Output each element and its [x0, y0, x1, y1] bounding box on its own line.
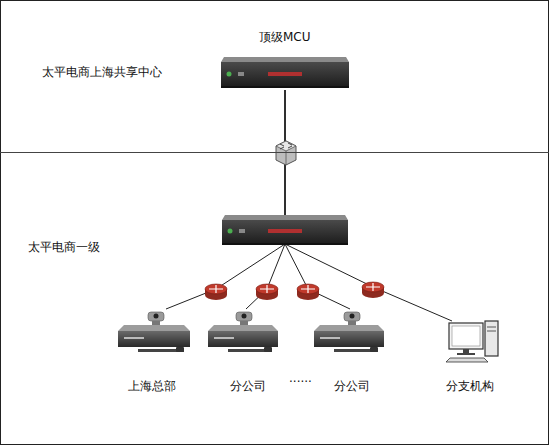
mcu-node: 顶级MCU — [216, 28, 354, 90]
terminal-node: 分支机构 — [428, 321, 512, 393]
pc-icon — [446, 321, 498, 362]
device-title: 顶级MCU — [259, 30, 311, 44]
site-label: 分支机构 — [446, 379, 494, 393]
mcu-device — [222, 215, 348, 245]
region-label: 太平电商一级 — [28, 240, 100, 254]
terminal-node: 分公司 — [310, 309, 394, 393]
network-link — [166, 90, 285, 309]
region-band: 太平电商一级上海总部 分公司 分公司 分支机构 — [0, 152, 549, 445]
video-terminal — [208, 312, 278, 352]
video-terminal — [118, 312, 190, 352]
switch-icon — [276, 141, 296, 165]
ellipsis-label: ······ — [289, 375, 312, 389]
router-icon — [205, 284, 227, 300]
router-icon — [256, 284, 278, 300]
site-label: 分公司 — [334, 379, 370, 393]
terminal-node: 分公司 — [206, 309, 290, 393]
site-label: 分公司 — [230, 379, 266, 393]
region-label: 太平电商上海共享中心 — [42, 65, 162, 79]
network-link — [285, 90, 452, 321]
network-link — [246, 90, 285, 309]
router-icon — [362, 282, 384, 298]
video-terminal — [314, 312, 384, 352]
mcu-device — [221, 57, 349, 88]
router-icon — [297, 284, 319, 300]
terminal-node: 上海总部 — [110, 309, 194, 393]
site-label: 上海总部 — [128, 379, 176, 393]
network-link — [285, 90, 350, 309]
region-band: 太平电商上海共享中心 顶级MCU — [0, 0, 549, 152]
